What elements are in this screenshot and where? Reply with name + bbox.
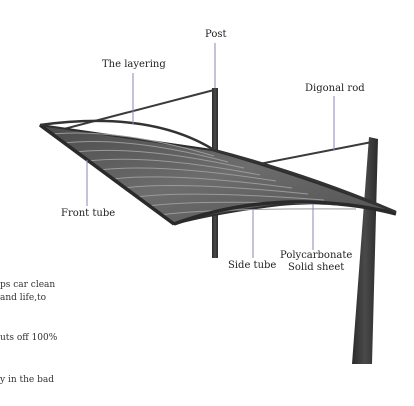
side-fragment-1: ps car clean [0,280,56,290]
top-beam [39,119,397,214]
side-fragment-4: y in the bad [0,375,54,385]
layering-label: The layering [102,59,166,70]
side-tube-label: Side tube [228,260,277,271]
polycarbonate-line1: Polycarbonate [280,250,353,261]
side-fragment-2: and life,to [0,293,47,303]
leader-lines [86,43,335,258]
post-label: Post [205,29,227,40]
polycarbonate-line2: Solid sheet [288,261,345,273]
side-fragment-3: uts off 100% [0,333,58,343]
front-tube-label: Front tube [61,208,116,219]
main-post [352,137,378,364]
front-tube [38,123,176,226]
side-tube [173,200,397,226]
roof-ribs [51,132,357,216]
diagonal-rod-label: Digonal rod [305,83,365,94]
tie-rod-top [59,89,215,131]
polycarbonate-label: Polycarbonate Solid sheet [280,250,352,273]
